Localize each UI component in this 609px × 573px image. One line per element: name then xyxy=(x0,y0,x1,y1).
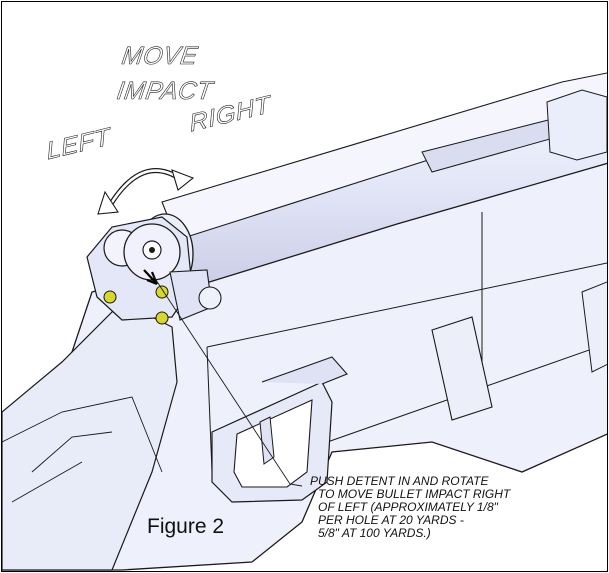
butt-stock xyxy=(2,301,178,571)
leader-line xyxy=(151,273,303,487)
side-screw xyxy=(198,286,222,310)
callout-line-3: OF LEFT (APPROXIMATELY 1/8" xyxy=(318,500,498,514)
callout-line-1: PUSH DETENT IN AND ROTATE xyxy=(310,474,489,488)
scope-mount xyxy=(546,89,607,161)
rotate-arrow-head-left xyxy=(97,190,119,215)
callout-line-5: 5/8" AT 100 YARDS.) xyxy=(318,526,431,540)
screw-2 xyxy=(155,285,169,299)
label-move: MOVE xyxy=(120,42,200,71)
screw-3 xyxy=(155,311,169,325)
trigger xyxy=(259,416,275,465)
callout-line-4: PER HOLE AT 20 YARDS - xyxy=(318,513,464,527)
label-impact: IMPACT xyxy=(115,77,215,106)
magazine xyxy=(431,316,493,421)
figure-caption: Figure 2 xyxy=(147,515,225,538)
receiver-panel xyxy=(206,212,607,473)
rotate-arrow-head-right xyxy=(171,169,195,191)
callout-line-2: TO MOVE BULLET IMPACT RIGHT xyxy=(318,487,511,501)
trigger-guard-front xyxy=(261,356,348,385)
screw-1 xyxy=(103,290,117,304)
butt-stock-contour xyxy=(2,396,163,503)
magazine-floor xyxy=(581,281,607,373)
